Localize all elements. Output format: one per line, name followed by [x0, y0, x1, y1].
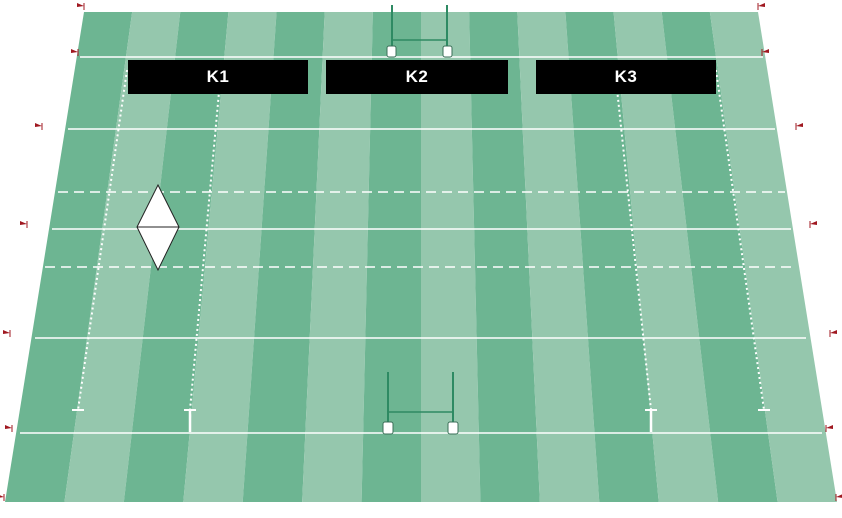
- pitch-lines: [20, 56, 822, 434]
- pitch-stripe: [469, 12, 540, 502]
- corner-flag-icon: [758, 3, 765, 7]
- 15m-line-left: [189, 69, 222, 411]
- pitch-stripe: [709, 12, 837, 502]
- corner-flag-icon: [71, 49, 78, 53]
- pitch-stripe: [64, 12, 181, 502]
- pitch-stripe: [517, 12, 600, 502]
- corner-flags: [0, 3, 842, 501]
- pitch-stripe: [613, 12, 719, 502]
- goalpost-icon: [386, 5, 453, 58]
- corner-flag-icon: [77, 3, 84, 7]
- corner-flag-icon: [5, 425, 12, 429]
- corner-flag-icon: [20, 221, 27, 225]
- pitch-stripe: [123, 12, 229, 502]
- pitch-stripe: [183, 12, 277, 502]
- corner-flag-icon: [3, 330, 10, 334]
- pitch-stripe: [421, 12, 481, 502]
- 15m-line-right: [614, 69, 652, 411]
- pitch-stripe: [5, 12, 133, 502]
- pitch-stripes: [5, 12, 837, 502]
- corner-flag-icon: [826, 425, 833, 429]
- corner-flag-icon: [830, 330, 837, 334]
- goalpost-icon: [382, 372, 459, 435]
- pitch-stripe: [661, 12, 778, 502]
- zone-label-k3: K3: [536, 60, 716, 94]
- corner-flag-icon: [35, 123, 42, 127]
- pitch-stripe: [242, 12, 325, 502]
- pitch-stripe: [302, 12, 373, 502]
- zone-label-k1: K1: [128, 60, 308, 94]
- 5m-line-left: [77, 69, 128, 411]
- corner-flag-icon: [796, 123, 803, 127]
- pitch-stripe: [361, 12, 421, 502]
- corner-flag-icon: [836, 494, 842, 498]
- corner-flag-icon: [762, 49, 769, 53]
- 5m-line-right: [715, 69, 765, 411]
- corner-flag-icon: [810, 221, 817, 225]
- pitch-stripe: [565, 12, 659, 502]
- corner-flag-icon: [0, 495, 4, 498]
- zone-label-k2: K2: [326, 60, 508, 94]
- diamond-marker-icon: [136, 183, 180, 272]
